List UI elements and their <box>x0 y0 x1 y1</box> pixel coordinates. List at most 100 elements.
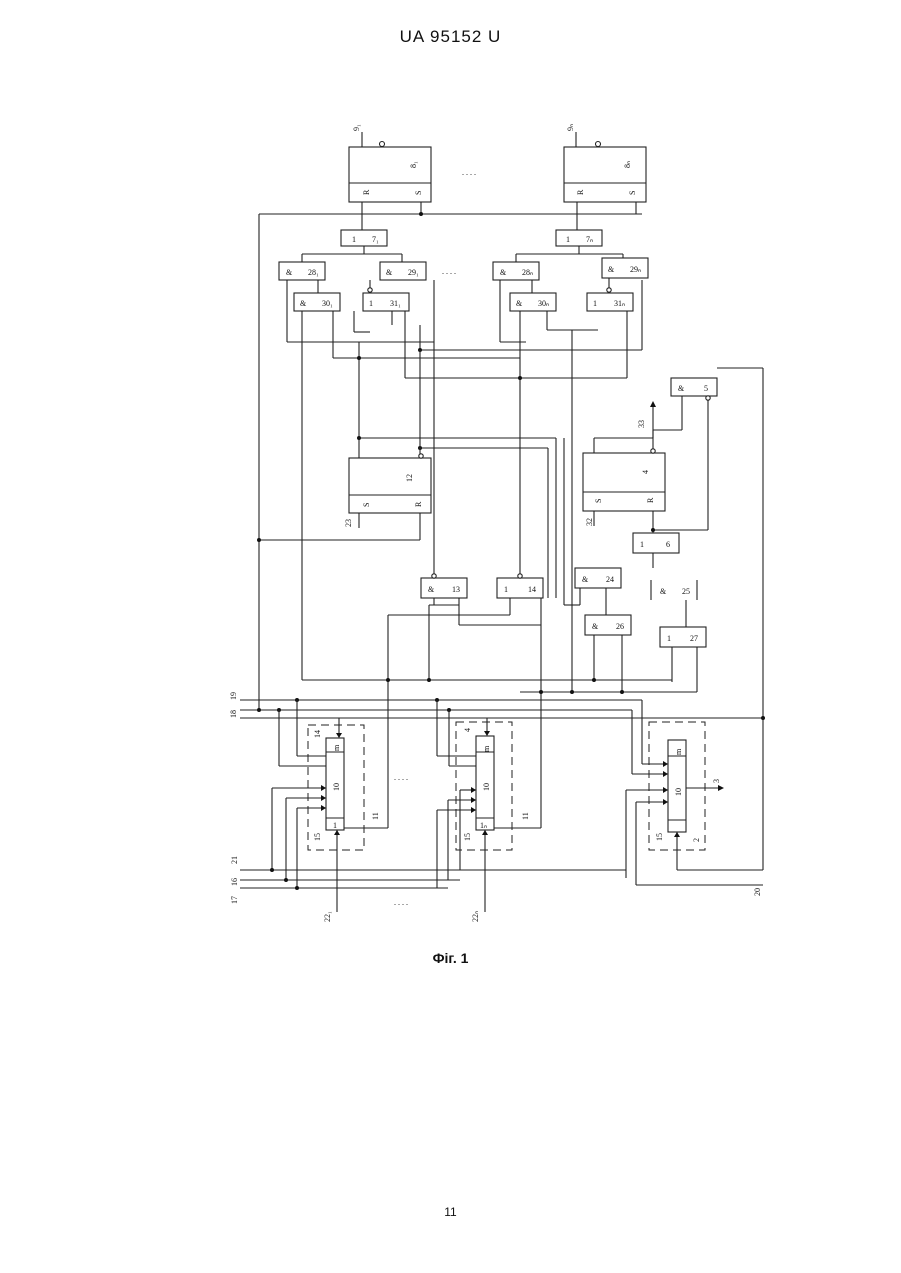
svg-text:29₁: 29₁ <box>408 268 419 277</box>
svg-text:23: 23 <box>344 519 353 527</box>
svg-text:17: 17 <box>230 896 239 904</box>
svg-text:&: & <box>592 622 599 631</box>
svg-text:4: 4 <box>641 470 650 474</box>
svg-text:. . . .: . . . . <box>394 773 408 782</box>
svg-text:&: & <box>300 299 307 308</box>
svg-text:1: 1 <box>352 235 356 244</box>
svg-text:S: S <box>414 191 423 195</box>
svg-text:31ₙ: 31ₙ <box>614 299 625 308</box>
svg-text:33: 33 <box>637 420 646 428</box>
svg-text:11: 11 <box>521 812 530 820</box>
svg-text:19: 19 <box>229 692 238 700</box>
svg-text:. . . .: . . . . <box>442 267 456 276</box>
svg-text:15: 15 <box>655 833 664 841</box>
svg-text:22ₙ: 22ₙ <box>471 911 480 922</box>
and-28-n: & 28ₙ <box>493 262 539 280</box>
svg-text:11: 11 <box>371 812 380 820</box>
svg-text:&: & <box>500 268 507 277</box>
svg-text:1: 1 <box>640 540 644 549</box>
svg-text:7₁: 7₁ <box>372 235 379 244</box>
svg-text:7ₙ: 7ₙ <box>586 235 593 244</box>
trigger-12: 12 S R <box>349 454 431 513</box>
or-31-n: 1 31ₙ <box>587 288 633 311</box>
svg-text:15: 15 <box>313 833 322 841</box>
and-30-1: & 30₁ <box>294 293 340 311</box>
svg-text:1: 1 <box>504 585 508 594</box>
svg-text:8ₙ: 8ₙ <box>623 161 632 168</box>
svg-text:1ₙ: 1ₙ <box>480 821 487 830</box>
svg-text:26: 26 <box>616 622 624 631</box>
svg-text:&: & <box>608 265 615 274</box>
svg-text:8₁: 8₁ <box>409 161 418 168</box>
ellipsis-top: . . . . <box>462 168 476 177</box>
svg-text:14: 14 <box>313 730 322 738</box>
svg-text:&: & <box>386 268 393 277</box>
svg-text:2: 2 <box>692 838 701 842</box>
svg-text:13: 13 <box>452 585 460 594</box>
svg-text:29ₙ: 29ₙ <box>630 265 641 274</box>
svg-text:&: & <box>428 585 435 594</box>
svg-text:1: 1 <box>369 299 373 308</box>
svg-text:10: 10 <box>674 788 683 796</box>
or-7-n: 1 7ₙ <box>556 230 602 246</box>
page-number: 11 <box>0 1205 901 1219</box>
svg-text:5: 5 <box>704 384 708 393</box>
svg-text:S: S <box>628 191 637 195</box>
svg-text:S: S <box>594 499 603 503</box>
svg-text:30ₙ: 30ₙ <box>538 299 549 308</box>
svg-text:1: 1 <box>667 634 671 643</box>
svg-text:m: m <box>482 745 491 752</box>
element-6: 1 6 <box>633 533 679 553</box>
svg-text:&: & <box>582 575 589 584</box>
svg-text:28₁: 28₁ <box>308 268 319 277</box>
svg-text:28ₙ: 28ₙ <box>522 268 533 277</box>
svg-text:1: 1 <box>593 299 597 308</box>
svg-text:10: 10 <box>482 783 491 791</box>
svg-text:20: 20 <box>753 888 762 896</box>
element-24: & 24 <box>575 568 621 588</box>
trigger-8-1: 9₁ 8₁ R S <box>349 124 431 202</box>
svg-text:. . . .: . . . . <box>394 898 408 907</box>
svg-text:R: R <box>576 189 585 195</box>
svg-text:&: & <box>660 587 667 596</box>
svg-text:&: & <box>678 384 685 393</box>
svg-text:1: 1 <box>333 821 337 830</box>
svg-text:18: 18 <box>229 710 238 718</box>
or-31-1: 1 31₁ <box>363 288 409 311</box>
svg-text:9ₙ: 9ₙ <box>566 124 575 131</box>
and-29-1: & 29₁ <box>380 262 426 280</box>
svg-text:4: 4 <box>463 728 472 732</box>
element-25: & 25 <box>651 580 697 600</box>
element-13: & 13 <box>421 574 467 598</box>
element-27: 1 27 <box>660 627 706 647</box>
svg-text:31₁: 31₁ <box>390 299 401 308</box>
svg-text:10: 10 <box>332 783 341 791</box>
svg-text:&: & <box>516 299 523 308</box>
trigger-4: 4 S R <box>583 449 665 511</box>
svg-text:15: 15 <box>463 833 472 841</box>
svg-text:22₁: 22₁ <box>323 911 332 922</box>
svg-text:25: 25 <box>682 587 690 596</box>
element-14: 1 14 <box>497 574 543 598</box>
svg-text:27: 27 <box>690 634 698 643</box>
svg-text:32: 32 <box>585 518 594 526</box>
svg-text:S: S <box>362 503 371 507</box>
figure-caption: Фіг. 1 <box>0 950 901 966</box>
register-10-m: m 10 15 2 3 <box>649 722 721 850</box>
and-5: & 5 <box>671 378 717 400</box>
svg-text:m: m <box>674 748 683 755</box>
trigger-8-n: 9ₙ 8ₙ R S <box>564 124 646 202</box>
svg-text:12: 12 <box>405 474 414 482</box>
svg-text:&: & <box>286 268 293 277</box>
svg-text:30₁: 30₁ <box>322 299 333 308</box>
and-28-1: & 28₁ <box>279 262 325 280</box>
svg-text:m: m <box>332 744 341 751</box>
element-26: & 26 <box>585 615 631 635</box>
or-7-1: 1 7₁ <box>341 230 387 246</box>
svg-text:R: R <box>414 501 423 507</box>
and-30-n: & 30ₙ <box>510 293 556 311</box>
svg-text:24: 24 <box>606 575 614 584</box>
svg-text:14: 14 <box>528 585 536 594</box>
svg-text:6: 6 <box>666 540 670 549</box>
